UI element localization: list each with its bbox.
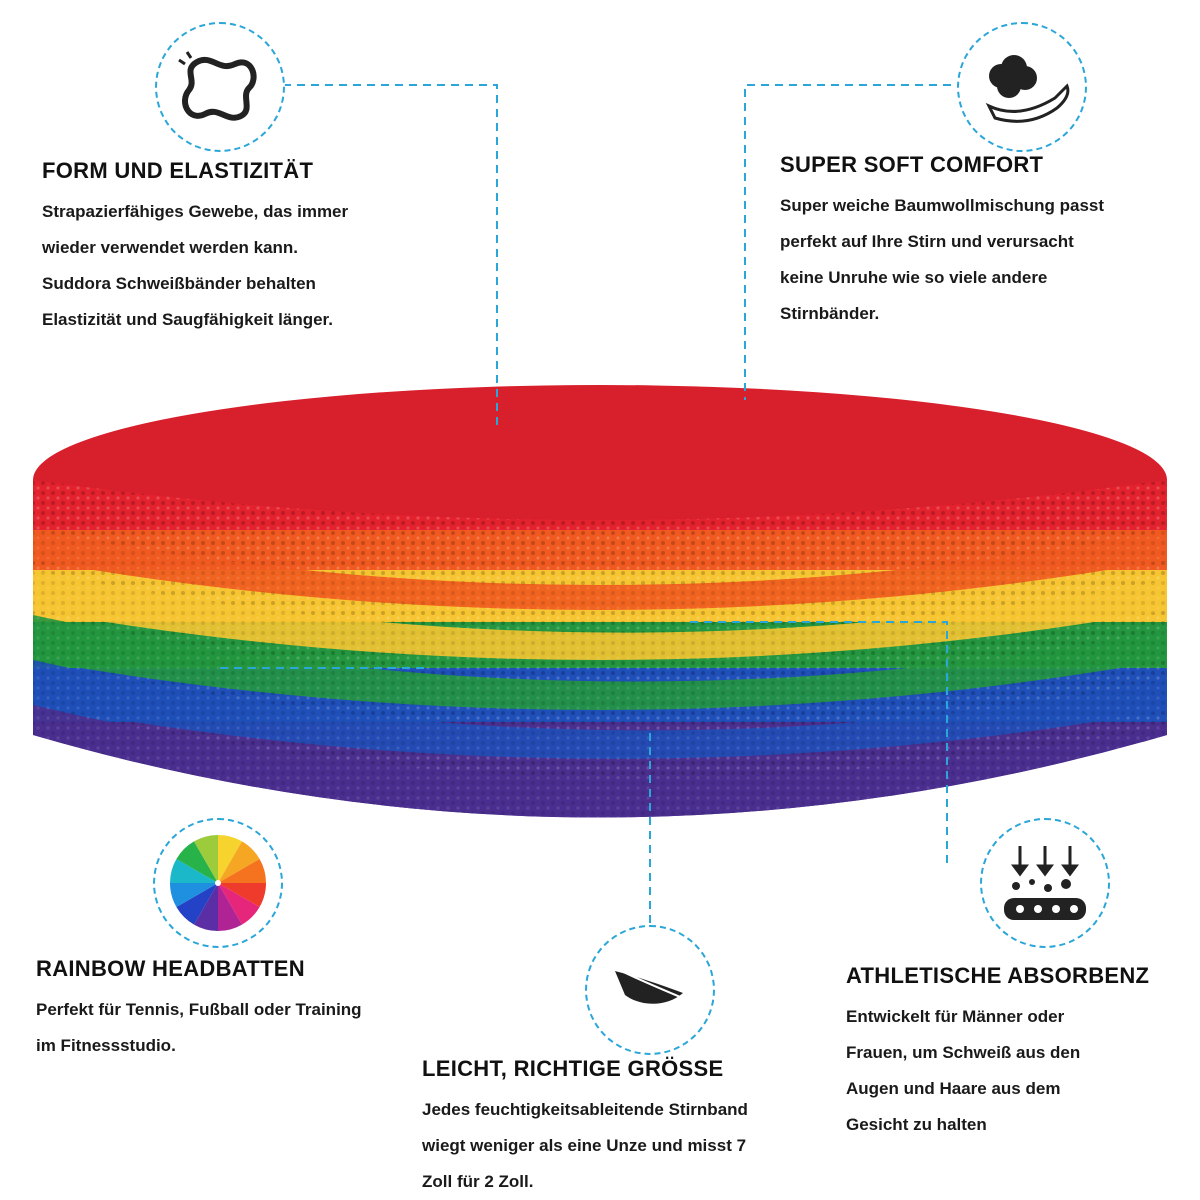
elastic-band-icon xyxy=(155,22,285,152)
connector-lines xyxy=(220,84,965,925)
hand-cloud-icon xyxy=(957,22,1087,152)
color-wheel-icon xyxy=(153,818,283,948)
feature-title: LEICHT, RICHTIGE GRÖSSE xyxy=(422,1056,724,1081)
feature-comfort: SUPER SOFT COMFORT Super weiche Baumwoll… xyxy=(780,152,1104,332)
feature-form: FORM UND ELASTIZITÄT Strapazierfähiges G… xyxy=(42,158,348,338)
feather-icon xyxy=(585,925,715,1055)
feature-title: ATHLETISCHE ABSORBENZ xyxy=(846,963,1150,988)
feature-title: FORM UND ELASTIZITÄT xyxy=(42,158,314,183)
absorption-icon xyxy=(980,818,1110,948)
feature-description: Jedes feuchtigkeitsableitende Stirnband … xyxy=(422,1100,748,1191)
feature-absorb: ATHLETISCHE ABSORBENZ Entwickelt für Män… xyxy=(846,963,1149,1143)
feature-title: RAINBOW HEADBATTEN xyxy=(36,956,305,981)
feature-rainbow: RAINBOW HEADBATTEN Perfekt für Tennis, F… xyxy=(36,956,362,1064)
feature-description: Strapazierfähiges Gewebe, das immer wied… xyxy=(42,202,349,329)
feature-description: Perfekt für Tennis, Fußball oder Trainin… xyxy=(36,1000,362,1055)
feature-title: SUPER SOFT COMFORT xyxy=(780,152,1044,177)
feature-description: Super weiche Baumwollmischung passt perf… xyxy=(780,196,1105,323)
feature-light: LEICHT, RICHTIGE GRÖSSE Jedes feuchtigke… xyxy=(422,1056,748,1200)
feature-description: Entwickelt für Männer oder Frauen, um Sc… xyxy=(846,1007,1081,1134)
